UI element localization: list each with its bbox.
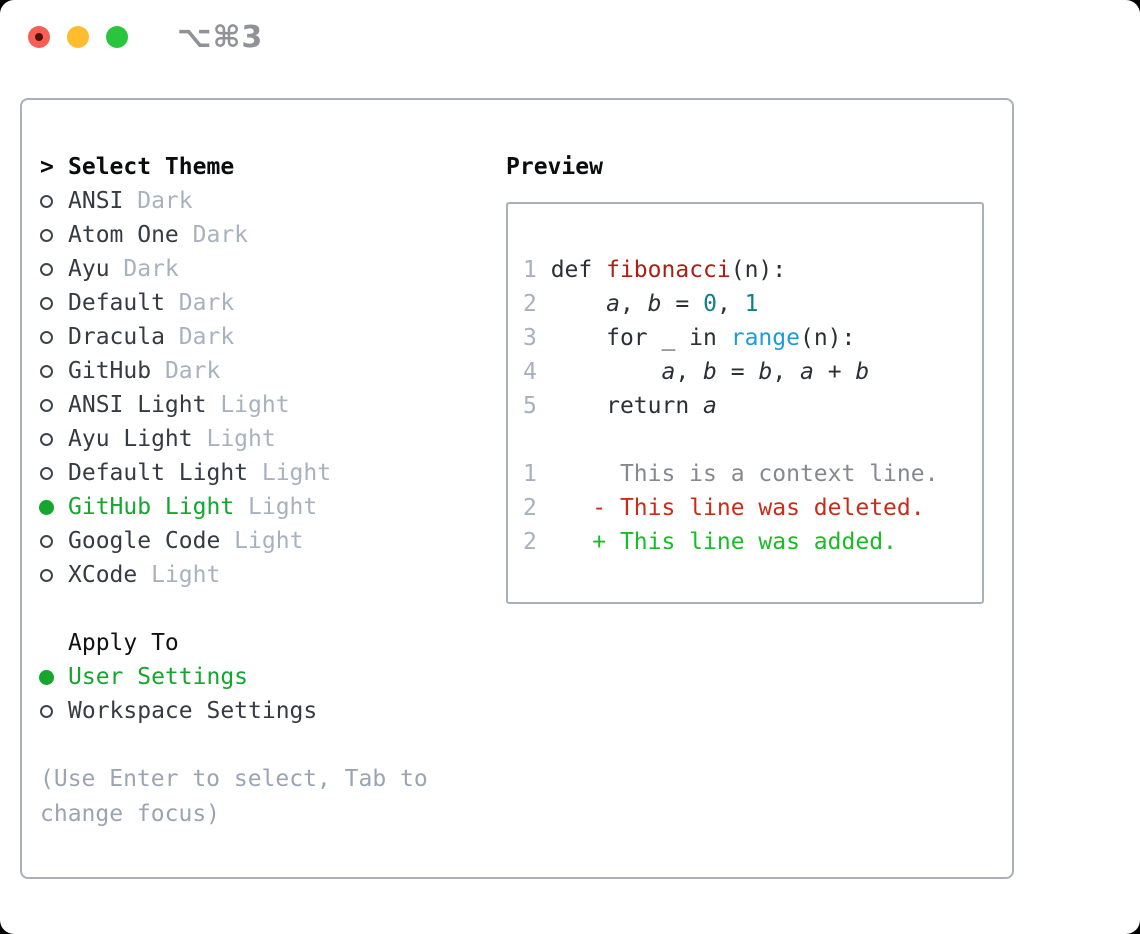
preview-line bbox=[523, 423, 982, 457]
pointer-icon: > bbox=[40, 154, 54, 180]
keyboard-hint: (Use Enter to select, Tab to change focu… bbox=[40, 766, 428, 827]
theme-option-github-variant-tag: Dark bbox=[151, 358, 221, 384]
radio-unselected-icon bbox=[40, 228, 68, 242]
radio-unselected-icon bbox=[40, 194, 68, 208]
theme-option-ansi-light-variant-tag: Light bbox=[206, 392, 290, 418]
select-theme-heading: > Select Theme bbox=[40, 150, 500, 184]
preview-box: 1 def fibonacci(n): 2 a, b = 0, 1 3 for _ … bbox=[506, 202, 984, 604]
theme-option-ansi-variant-tag: Dark bbox=[123, 188, 193, 214]
window-title: ⌥⌘3 bbox=[177, 19, 264, 55]
radio-unselected-icon bbox=[40, 466, 68, 480]
theme-option-default-light-label: Default Light bbox=[68, 460, 249, 486]
apply-option-user-settings-label: User Settings bbox=[68, 664, 249, 690]
theme-option-google-code-label: Google Code bbox=[68, 528, 221, 554]
theme-option-default[interactable]: Default Dark bbox=[40, 286, 500, 320]
theme-option-xcode-label: XCode bbox=[68, 562, 138, 588]
apply-option-workspace-settings[interactable]: Workspace Settings bbox=[40, 694, 500, 728]
minimize-button[interactable] bbox=[67, 26, 89, 48]
apply-to-heading: Apply To bbox=[40, 626, 500, 660]
line-number: 1 bbox=[523, 461, 537, 487]
theme-option-github-light-variant-tag: Light bbox=[234, 494, 318, 520]
line-number: 2 bbox=[523, 529, 537, 555]
radio-unselected-icon bbox=[40, 296, 68, 310]
preview-line: 1 def fibonacci(n): bbox=[523, 257, 787, 283]
theme-option-xcode-variant-tag: Light bbox=[137, 562, 221, 588]
theme-option-atom-one-variant-tag: Dark bbox=[178, 222, 249, 248]
radio-unselected-icon bbox=[40, 534, 68, 548]
line-number: 2 bbox=[523, 291, 537, 317]
apply-option-workspace-settings-label: Workspace Settings bbox=[68, 698, 318, 724]
preview-line: 4 a, b = b, a + b bbox=[523, 359, 870, 385]
radio-unselected-icon bbox=[40, 262, 68, 276]
theme-option-ansi-light[interactable]: ANSI Light Light bbox=[40, 388, 500, 422]
theme-option-default-label: Default bbox=[68, 290, 165, 316]
theme-option-dracula-label: Dracula bbox=[68, 324, 165, 350]
theme-option-google-code-variant-tag: Light bbox=[220, 528, 304, 554]
theme-option-ayu-light-label: Ayu Light bbox=[68, 426, 193, 452]
theme-option-dracula-variant-tag: Dark bbox=[164, 324, 235, 350]
theme-option-ayu-label: Ayu bbox=[68, 256, 110, 282]
radio-unselected-icon bbox=[40, 568, 68, 582]
preview-line: 2 - This line was deleted. bbox=[523, 495, 925, 521]
radio-unselected-icon bbox=[40, 704, 68, 718]
radio-unselected-icon bbox=[40, 398, 68, 412]
theme-option-dracula[interactable]: Dracula Dark bbox=[40, 320, 500, 354]
line-number: 5 bbox=[523, 393, 537, 419]
radio-unselected-icon bbox=[40, 364, 68, 378]
titlebar: ⌥⌘3 bbox=[0, 0, 1140, 74]
apply-to-heading-label: Apply To bbox=[68, 630, 179, 656]
radio-selected-icon bbox=[39, 669, 68, 685]
zoom-button[interactable] bbox=[106, 26, 128, 48]
theme-option-atom-one-label: Atom One bbox=[68, 222, 179, 248]
radio-unselected-icon bbox=[40, 330, 68, 344]
preview-heading: Preview bbox=[506, 154, 603, 180]
theme-option-github-light[interactable]: GitHub Light Light bbox=[39, 490, 500, 524]
theme-option-ayu-light-variant-tag: Light bbox=[192, 426, 276, 452]
preview-line: 1 This is a context line. bbox=[523, 461, 939, 487]
line-number: 1 bbox=[523, 257, 537, 283]
close-button[interactable] bbox=[28, 26, 50, 48]
theme-option-xcode[interactable]: XCode Light bbox=[40, 558, 500, 592]
radio-selected-icon bbox=[39, 499, 68, 515]
line-number: 4 bbox=[523, 359, 537, 385]
line-number: 2 bbox=[523, 495, 537, 521]
theme-option-ayu[interactable]: Ayu Dark bbox=[40, 252, 500, 286]
theme-option-ansi-light-label: ANSI Light bbox=[68, 392, 207, 418]
select-theme-heading-label: Select Theme bbox=[68, 154, 235, 180]
theme-option-ansi-label: ANSI bbox=[68, 188, 124, 214]
theme-option-github[interactable]: GitHub Dark bbox=[40, 354, 500, 388]
theme-option-default-light-variant-tag: Light bbox=[248, 460, 332, 486]
apply-option-user-settings[interactable]: User Settings bbox=[39, 660, 500, 694]
theme-option-default-light[interactable]: Default Light Light bbox=[40, 456, 500, 490]
theme-option-ayu-light[interactable]: Ayu Light Light bbox=[40, 422, 500, 456]
theme-option-ayu-variant-tag: Dark bbox=[109, 256, 179, 282]
radio-unselected-icon bbox=[40, 432, 68, 446]
preview-line: 2 + This line was added. bbox=[523, 529, 897, 555]
preview-pane: Preview 1 def fibonacci(n): 2 a, b = 0, 1… bbox=[506, 150, 998, 604]
theme-option-github-label: GitHub bbox=[68, 358, 152, 384]
theme-option-atom-one[interactable]: Atom One Dark bbox=[40, 218, 500, 252]
theme-option-github-light-label: GitHub Light bbox=[68, 494, 235, 520]
theme-option-default-variant-tag: Dark bbox=[164, 290, 235, 316]
preview-line: 5 return a bbox=[523, 393, 717, 419]
preview-line: 2 a, b = 0, 1 bbox=[523, 291, 759, 317]
theme-option-ansi[interactable]: ANSI Dark bbox=[40, 184, 500, 218]
preview-line: 3 for _ in range(n): bbox=[523, 325, 856, 351]
preview-code: 1 def fibonacci(n): 2 a, b = 0, 1 3 for _ … bbox=[523, 253, 982, 559]
line-number: 3 bbox=[523, 325, 537, 351]
theme-option-google-code[interactable]: Google Code Light bbox=[40, 524, 500, 558]
